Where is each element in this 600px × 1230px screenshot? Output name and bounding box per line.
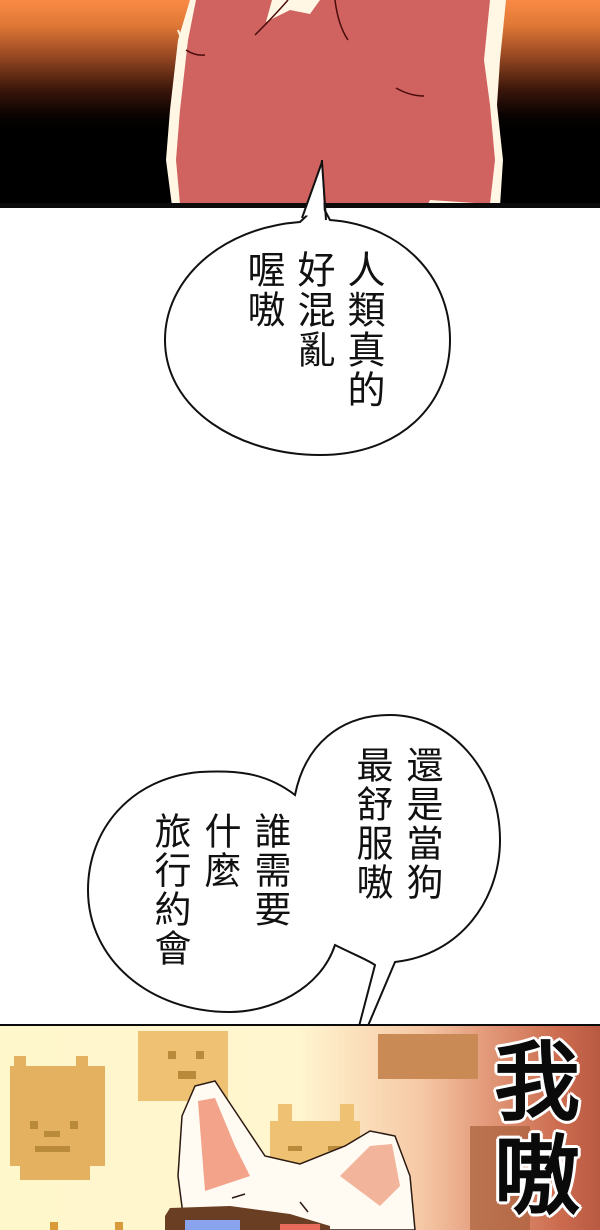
bubble-2-left-col-3: 旅行約會 bbox=[148, 812, 191, 968]
shout-char-2: 嗷 bbox=[494, 1127, 580, 1227]
panel-border bbox=[0, 203, 600, 208]
bubble-1-col-3: 喔嗷 bbox=[241, 250, 285, 330]
bubble-2-left-col-1: 誰需要 bbox=[248, 812, 291, 929]
bubble-2-left-col-2: 什麼 bbox=[198, 812, 241, 890]
pixel-dog-icon bbox=[10, 1056, 105, 1180]
panel-sunset-dress bbox=[0, 0, 600, 206]
dress-illustration bbox=[166, 0, 506, 206]
pixel-dog-illustration bbox=[10, 1031, 530, 1230]
shout-char-1: 我 bbox=[494, 1033, 580, 1133]
bubble-2-right-col-1: 還是當狗 bbox=[400, 746, 443, 902]
bubble-2-right-col-2: 最舒服嗷 bbox=[350, 746, 393, 902]
panel-dog-glasses: 我 嗷 bbox=[0, 1026, 600, 1230]
bubble-1-col-2: 好混亂 bbox=[291, 250, 335, 370]
bubble-1-col-1: 人類真的 bbox=[341, 250, 385, 410]
